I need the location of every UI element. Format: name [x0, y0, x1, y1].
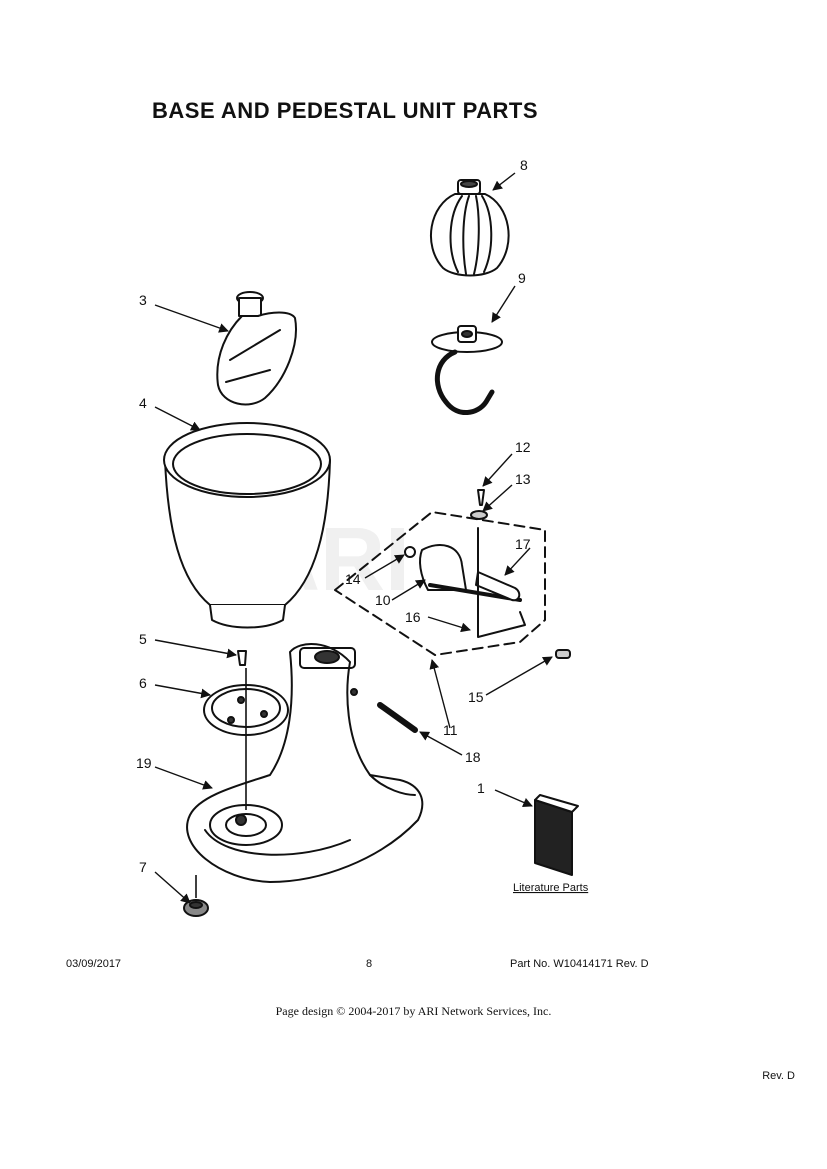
callout-8: 8	[520, 157, 528, 173]
mixing-bowl-part	[163, 422, 331, 629]
callout-1: 1	[477, 780, 485, 796]
callout-6: 6	[139, 675, 147, 691]
footer-page-number: 8	[366, 958, 373, 970]
callout-19: 19	[136, 755, 152, 771]
callout-3: 3	[139, 292, 147, 308]
revision-label: Rev. D	[762, 1070, 795, 1082]
literature-booklet-part	[534, 794, 579, 876]
hinge-assembly-parts	[404, 489, 571, 659]
literature-parts-label: Literature Parts	[513, 882, 589, 894]
callout-10: 10	[375, 592, 391, 608]
callout-17: 17	[515, 536, 531, 552]
callout-7: 7	[139, 859, 147, 875]
callout-15: 15	[468, 689, 484, 705]
callout-12: 12	[515, 439, 531, 455]
leader-lines	[154, 172, 553, 904]
footer-date: 03/09/2017	[66, 958, 122, 970]
callout-18: 18	[465, 749, 481, 765]
callout-4: 4	[139, 395, 147, 411]
callout-9: 9	[518, 270, 526, 286]
callout-14: 14	[345, 571, 361, 587]
copyright-notice: Page design © 2004-2017 by ARI Network S…	[275, 1004, 552, 1018]
footer-part-number: Part No. W10414171 Rev. D	[510, 958, 649, 970]
dough-hook-part	[431, 325, 503, 415]
hinge-pin-part	[377, 702, 418, 733]
screw-part	[237, 650, 247, 666]
rubber-foot-part	[183, 899, 209, 917]
callout-5: 5	[139, 631, 147, 647]
flat-beater-part	[216, 291, 297, 406]
callout-13: 13	[515, 471, 531, 487]
wire-whip-part	[429, 179, 510, 277]
page-title: BASE AND PEDESTAL UNIT PARTS	[152, 98, 538, 123]
callout-11: 11	[443, 722, 458, 738]
assembly-outline	[334, 511, 546, 656]
callout-16: 16	[405, 609, 421, 625]
pedestal-base-part	[186, 642, 424, 883]
